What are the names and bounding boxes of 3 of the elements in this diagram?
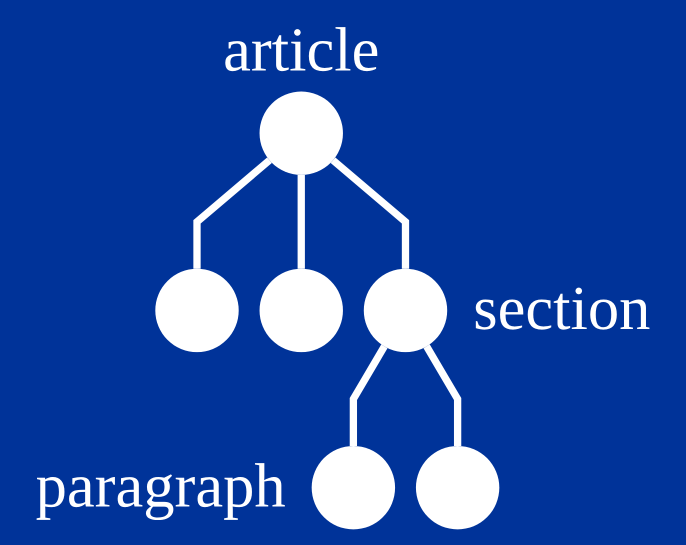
node-label: paragraph bbox=[36, 450, 286, 520]
node-label: section bbox=[473, 273, 650, 344]
node-label: article bbox=[223, 14, 380, 85]
